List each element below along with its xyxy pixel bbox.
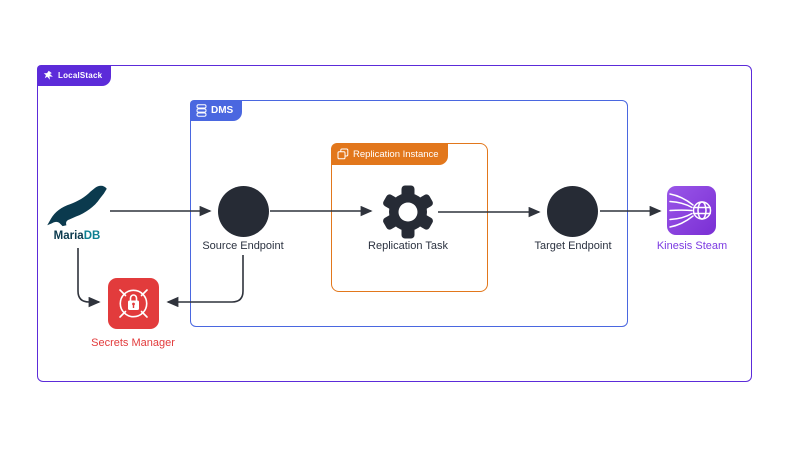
secrets-manager-node [108,278,159,329]
replication-instance-badge-label: Replication Instance [353,148,439,160]
secrets-manager-label: Secrets Manager [91,337,175,349]
kinesis-stream-node [667,186,716,235]
replication-task-label: Replication Task [368,240,448,252]
mariadb-seal-icon [47,185,107,227]
localstack-logo-icon [43,70,53,80]
dms-boundary [190,100,628,327]
localstack-badge: LocalStack [37,65,112,86]
copy-icon [337,148,349,160]
source-endpoint-node [218,186,269,237]
localstack-badge-label: LocalStack [58,71,103,80]
target-endpoint-node [547,186,598,237]
mariadb-label-secondary: DB [83,230,101,242]
localstack-boundary [37,65,752,382]
mariadb-label-primary: Maria [53,230,84,242]
database-icon [196,104,207,117]
source-endpoint-label: Source Endpoint [202,240,284,252]
dms-badge: DMS [190,100,243,121]
target-endpoint-label: Target Endpoint [534,240,612,252]
dms-badge-label: DMS [211,105,234,116]
kinesis-stream-icon [669,193,712,228]
replication-instance-badge: Replication Instance [331,143,448,165]
kinesis-stream-label: Kinesis Steam [656,240,728,252]
gear-icon [383,185,433,239]
lock-icon [119,289,148,318]
mariadb-label: MariaDB [22,230,132,242]
